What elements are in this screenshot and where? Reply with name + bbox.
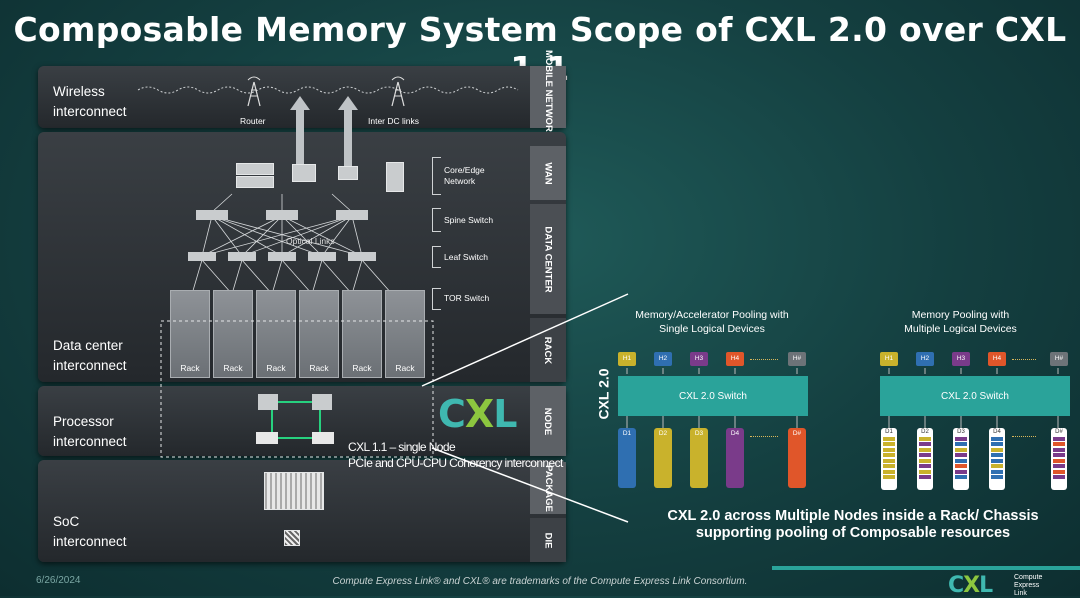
host-hn: H# [1050,352,1068,366]
optical-links-label: Optical Links [286,236,335,246]
inter-dc-label: Inter DC links [368,116,420,126]
device-d1: D1 [618,428,636,488]
bracket-tor [432,288,441,310]
wireless-wave [137,86,519,94]
server-icon [292,164,316,182]
host-h2: H2 [916,352,934,366]
cxl11-callout-line2: PCIe and CPU-CPU Coherency interconnect [348,456,563,470]
cxl20-switch-right: CXL 2.0 Switch [880,376,1070,416]
side-node: NODE [530,386,566,456]
bracket-leaf [432,246,441,268]
router-label: Router [240,116,266,126]
diagram-right-links [888,368,1059,428]
server-icon [236,176,274,188]
package-chip-icon [264,472,324,510]
rack-3: Rack [256,290,296,378]
side-rack: RACK [530,318,566,382]
mld-device-d4: D4 [989,428,1005,490]
device-d3: D3 [690,428,708,488]
device-ellipsis [1012,436,1036,437]
side-mobile-networks: MOBILE NETWORKS [530,50,566,145]
host-h2: H2 [654,352,672,366]
layer-soc: SoC interconnect PACKAGE DIE [38,460,566,562]
uplink-arrows [290,96,358,170]
layer-wireless-label: Wireless interconnect [53,84,127,119]
host-h1: H1 [880,352,898,366]
antenna-icon [391,76,405,107]
host-hn: H# [788,352,806,366]
side-data-center: DATA CENTER [530,204,566,314]
footer-cxl-logo: CXL [948,573,993,598]
bracket-spine [432,208,441,232]
server-icon [386,162,404,192]
host-h3: H3 [690,352,708,366]
antenna-icon [247,76,261,107]
layer-datacenter-label: Data center interconnect [53,338,127,373]
core-edge-label: Core/Edge Network [444,165,485,186]
server-icon [338,166,358,180]
server-icon [236,163,274,175]
mld-device-d1: D1 [881,428,897,490]
host-ellipsis [750,359,778,360]
rack-1: Rack [170,290,210,378]
device-d2: D2 [654,428,672,488]
rack-6: Rack [385,290,425,378]
side-die: DIE [530,518,566,562]
layer-processor-label: Processor interconnect [53,414,127,449]
cxl-logo: CXL [438,392,517,436]
network-mesh [188,193,393,295]
mld-device-dn: D# [1051,428,1067,490]
node-interconnect [256,394,334,444]
diagram-left-links [626,368,798,428]
rack-2: Rack [213,290,253,378]
bracket-core [432,157,441,195]
device-ellipsis [750,436,778,437]
device-d4: D4 [726,428,744,488]
layer-processor: Processor interconnect NODE [38,386,566,456]
cxl20-vertical-label: CXL 2.0 [595,368,612,420]
host-h1: H1 [618,352,636,366]
footer-date: 6/26/2024 [36,575,81,586]
host-h4: H4 [988,352,1006,366]
layer-wireless: Wireless interconnect MOBILE NETWORKS Ro… [38,50,566,145]
host-h4: H4 [726,352,744,366]
side-wan: WAN [530,146,566,200]
footer-trademark-note: Compute Express Link® and CXL® are trade… [332,576,748,587]
footer-logo-text: Compute Express Link [1014,574,1043,597]
cxl11-callout-line1: CXL 1.1 – single Node [348,440,456,454]
rack-5: Rack [342,290,382,378]
spine-switch-label: Spine Switch [444,215,494,225]
mld-device-d3: D3 [953,428,969,490]
cxl20-description: CXL 2.0 across Multiple Nodes inside a R… [667,508,1039,541]
leaf-switch-label: Leaf Switch [444,252,488,262]
footer-accent-line [772,566,1080,570]
rack-4: Rack [299,290,339,378]
tor-switch-label: TOR Switch [444,293,490,303]
diagram-left-title: Memory/Accelerator Pooling with Single L… [635,309,789,335]
host-ellipsis [1012,359,1036,360]
host-h3: H3 [952,352,970,366]
cxl20-switch-left: CXL 2.0 Switch [618,376,808,416]
mld-device-d2: D2 [917,428,933,490]
die-icon [284,530,300,546]
layer-soc-label: SoC interconnect [53,514,127,549]
device-dn: D# [788,428,806,488]
diagram-right-title: Memory Pooling with Multiple Logical Dev… [904,309,1017,335]
